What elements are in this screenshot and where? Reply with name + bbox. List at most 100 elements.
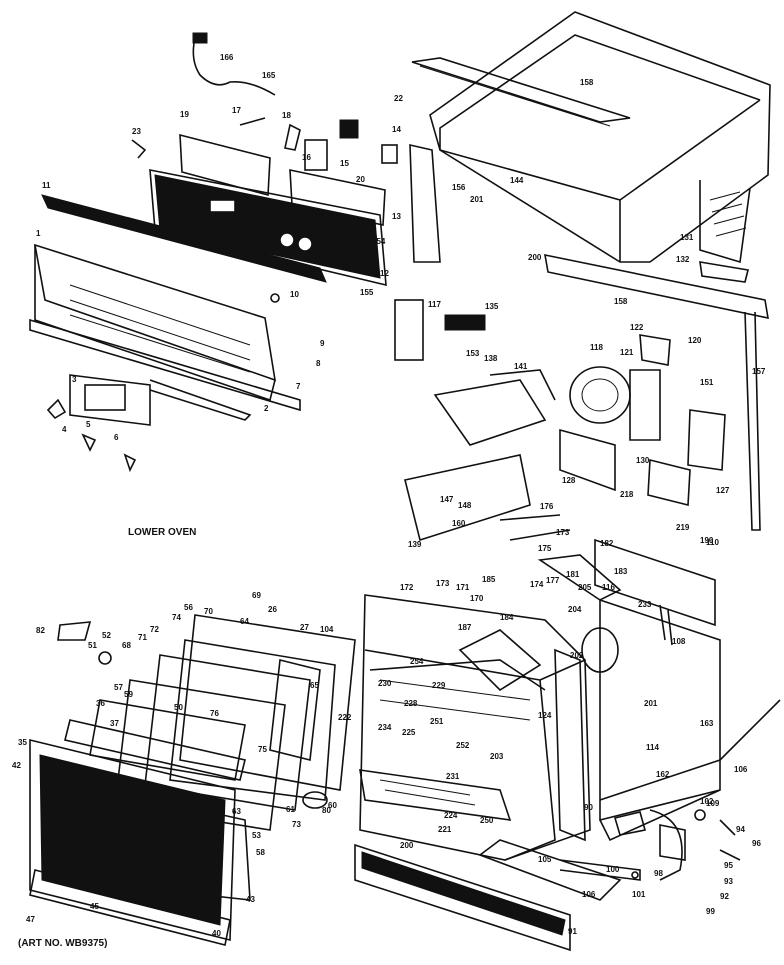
hinge-parts-right xyxy=(613,809,741,881)
callout-124: 124 xyxy=(538,711,552,720)
callout-58: 58 xyxy=(256,848,265,857)
callout-1: 1 xyxy=(36,229,41,238)
art-number-label: (ART NO. WB9375) xyxy=(18,938,107,949)
callout-231: 231 xyxy=(446,772,460,781)
oven-cavity-assembly xyxy=(359,594,781,861)
callout-175: 175 xyxy=(538,544,552,553)
callout-73: 73 xyxy=(292,820,301,829)
callout-92: 92 xyxy=(720,892,729,901)
callout-218: 218 xyxy=(620,490,634,499)
callout-127: 127 xyxy=(716,486,730,495)
callout-41: 41 xyxy=(168,846,177,855)
callout-165: 165 xyxy=(262,71,276,80)
callout-104: 104 xyxy=(320,625,334,634)
callout-176: 176 xyxy=(540,502,554,511)
callout-202: 202 xyxy=(570,651,584,660)
callout-219: 219 xyxy=(676,523,690,532)
callout-56: 56 xyxy=(184,603,193,612)
callout-93: 93 xyxy=(724,877,733,886)
callout-141: 141 xyxy=(514,362,528,371)
callout-labels: 166 165 158 22 17 18 19 16 15 14 20 23 1… xyxy=(12,53,766,938)
callout-155: 155 xyxy=(360,288,374,297)
callout-224: 224 xyxy=(444,811,458,820)
callout-117: 117 xyxy=(428,300,441,309)
callout-106b: 106 xyxy=(582,890,596,899)
callout-47: 47 xyxy=(26,915,35,924)
callout-173: 173 xyxy=(556,528,570,537)
callout-63: 63 xyxy=(232,807,241,816)
callout-151: 151 xyxy=(700,378,714,387)
callout-148: 148 xyxy=(458,501,472,510)
callout-102: 102 xyxy=(700,797,714,806)
callout-114: 114 xyxy=(646,743,659,752)
callout-190: 190 xyxy=(700,536,714,545)
callout-76: 76 xyxy=(210,709,219,718)
callout-95: 95 xyxy=(724,861,733,870)
callout-55: 55 xyxy=(208,851,217,860)
callout-101: 101 xyxy=(632,890,646,899)
callout-35: 35 xyxy=(18,738,27,747)
callout-205: 205 xyxy=(578,583,592,592)
callout-14: 14 xyxy=(392,125,401,134)
callout-251: 251 xyxy=(430,717,444,726)
callout-71: 71 xyxy=(138,633,147,642)
callout-80: 80 xyxy=(322,806,331,815)
callout-185: 185 xyxy=(482,575,496,584)
callout-174: 174 xyxy=(530,580,544,589)
callout-153: 153 xyxy=(466,349,480,358)
callout-254: 254 xyxy=(410,657,424,666)
callout-250: 250 xyxy=(480,816,494,825)
callout-182: 182 xyxy=(600,539,614,548)
callout-147: 147 xyxy=(440,495,454,504)
callout-16: 16 xyxy=(302,153,311,162)
callout-99: 99 xyxy=(706,907,715,916)
callout-43: 43 xyxy=(246,895,255,904)
callout-116: 116 xyxy=(602,583,615,592)
callout-9: 9 xyxy=(320,339,325,348)
callout-156: 156 xyxy=(452,183,466,192)
callout-106: 106 xyxy=(734,765,748,774)
callout-53: 53 xyxy=(252,831,261,840)
callout-51: 51 xyxy=(88,641,97,650)
callout-91: 91 xyxy=(568,927,577,936)
callout-72: 72 xyxy=(150,625,159,634)
callout-187: 187 xyxy=(458,623,472,632)
callout-234: 234 xyxy=(378,723,392,732)
callout-130: 130 xyxy=(636,456,650,465)
callout-138: 138 xyxy=(484,354,498,363)
callout-229: 229 xyxy=(432,681,446,690)
callout-26: 26 xyxy=(268,605,277,614)
callout-230: 230 xyxy=(378,679,392,688)
callout-121: 121 xyxy=(620,348,634,357)
callout-70: 70 xyxy=(204,607,213,616)
callout-90: 90 xyxy=(584,803,593,812)
callout-23: 23 xyxy=(132,127,141,136)
callout-100: 100 xyxy=(606,865,620,874)
callout-158: 158 xyxy=(580,78,594,87)
callout-96: 96 xyxy=(752,839,761,848)
callout-201: 201 xyxy=(470,195,484,204)
oven-door-assembly xyxy=(29,614,356,946)
callout-139: 139 xyxy=(408,540,422,549)
callout-118: 118 xyxy=(590,343,603,352)
callout-45: 45 xyxy=(90,902,99,911)
callout-4: 4 xyxy=(62,425,67,434)
callout-61: 61 xyxy=(286,805,295,814)
callout-57: 57 xyxy=(114,683,123,692)
callout-120: 120 xyxy=(688,336,702,345)
control-panel-assembly xyxy=(29,133,387,426)
callout-19: 19 xyxy=(180,110,189,119)
callout-18: 18 xyxy=(282,111,291,120)
callout-52: 52 xyxy=(102,631,111,640)
callout-170: 170 xyxy=(470,594,484,603)
callout-131: 131 xyxy=(680,233,694,242)
callout-64: 64 xyxy=(240,617,249,626)
callout-69: 69 xyxy=(252,591,261,600)
callout-46: 46 xyxy=(58,787,67,796)
callout-8: 8 xyxy=(316,359,321,368)
callout-158b: 158 xyxy=(614,297,628,306)
callout-82: 82 xyxy=(36,626,45,635)
callout-68: 68 xyxy=(122,641,131,650)
